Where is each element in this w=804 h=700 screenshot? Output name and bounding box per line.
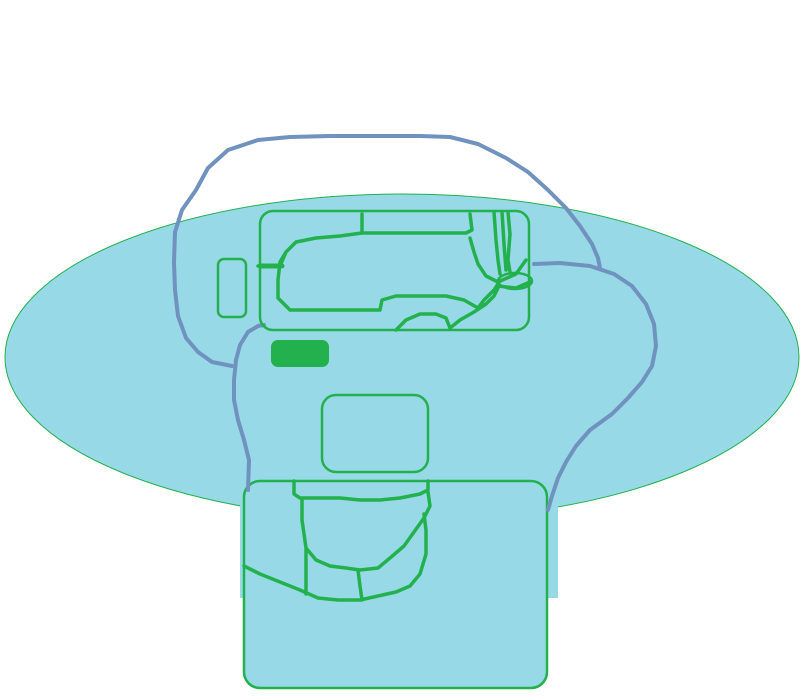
lower-rounded-box bbox=[242, 479, 549, 690]
small-left-box bbox=[216, 257, 248, 319]
green-filled-swatch bbox=[271, 340, 329, 367]
lower-inner-squiggle bbox=[242, 479, 432, 602]
upper-right-oval bbox=[496, 271, 534, 291]
blue-outline-loop bbox=[172, 134, 658, 512]
middle-rounded-box bbox=[320, 393, 430, 474]
